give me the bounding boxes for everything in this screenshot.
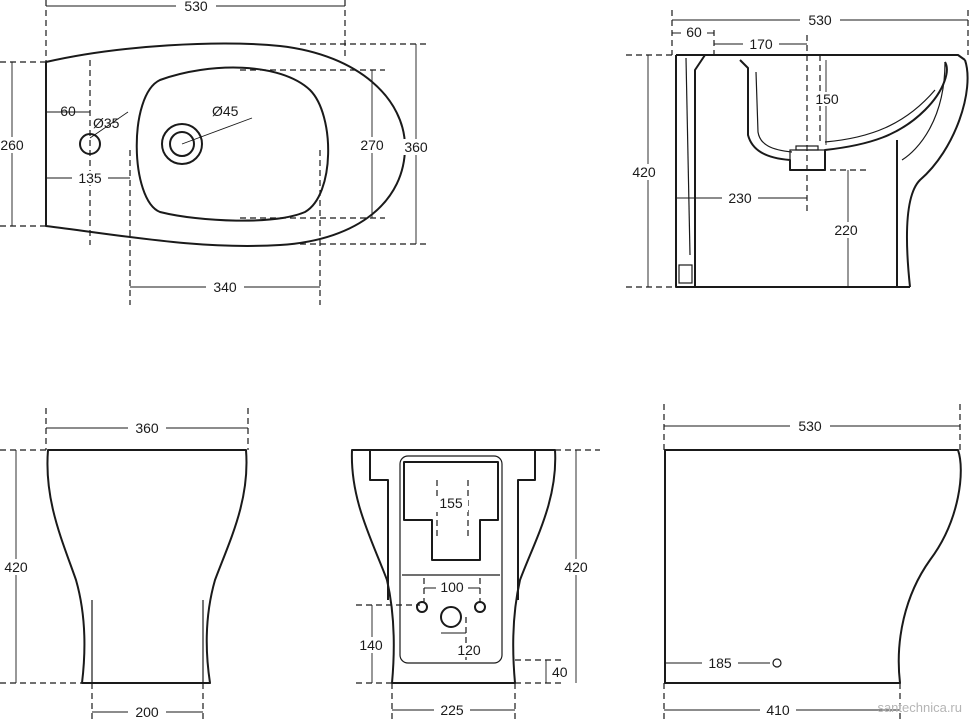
rear-base-height-label: 40 <box>552 664 568 680</box>
fixing-hole <box>772 658 782 668</box>
top-tap-to-edge-label: 135 <box>78 170 102 186</box>
top-width-label: 530 <box>184 0 208 14</box>
connection-left <box>416 601 428 613</box>
front-height-label: 420 <box>4 559 28 575</box>
drain-hole-inner <box>169 131 195 157</box>
rear-upper-width-label: 155 <box>439 495 463 511</box>
top-bowl-depth-label: 270 <box>360 137 384 153</box>
front-width-label: 360 <box>135 420 159 436</box>
side-view-outline <box>664 449 962 684</box>
rear-connection-spacing-label: 100 <box>440 579 464 595</box>
rear-base-width-label: 225 <box>440 702 464 718</box>
side-width-label: 530 <box>808 12 832 28</box>
rear-drain-spacing-label: 120 <box>457 642 481 658</box>
rear-view: 155 100 140 120 40 420 225 <box>350 449 600 719</box>
front-view-outline <box>46 449 248 684</box>
front-base-width-label: 200 <box>135 704 159 719</box>
front-view: 360 420 200 <box>0 408 249 719</box>
top-rear-depth-label: 260 <box>0 137 24 153</box>
drain-outlet <box>440 606 462 628</box>
side-drain-offset-label: 170 <box>749 36 773 52</box>
top-bowl-width-label: 340 <box>213 279 237 295</box>
side-drain-distance-label: 230 <box>728 190 752 206</box>
side-bowl-depth-label: 150 <box>815 91 839 107</box>
rear-height-label: 420 <box>564 559 588 575</box>
top-view-bowl <box>135 66 330 222</box>
side-view-width-label: 530 <box>798 418 822 434</box>
drain-hole-outer <box>161 123 203 165</box>
rear-connection-height-label: 140 <box>359 637 383 653</box>
side-view-base-length-label: 410 <box>766 702 790 718</box>
connection-right <box>474 601 486 613</box>
top-drain-hole-label: Ø45 <box>212 103 239 119</box>
top-view: 530 60 Ø35 Ø45 260 135 270 360 340 <box>0 0 432 305</box>
top-total-depth-label: 360 <box>404 139 428 155</box>
side-section-bowl <box>739 59 948 171</box>
side-drain-height-label: 220 <box>834 222 858 238</box>
side-section-view: 530 60 170 150 420 230 220 <box>626 10 969 288</box>
side-view-fixing-offset-label: 185 <box>708 655 732 671</box>
side-view: 530 185 410 <box>663 404 962 719</box>
top-tap-hole-label: Ø35 <box>93 115 120 131</box>
side-tap-offset-label: 60 <box>686 24 702 40</box>
watermark: santechnica.ru <box>877 700 962 715</box>
side-height-label: 420 <box>632 164 656 180</box>
top-tap-offset-label: 60 <box>60 103 76 119</box>
